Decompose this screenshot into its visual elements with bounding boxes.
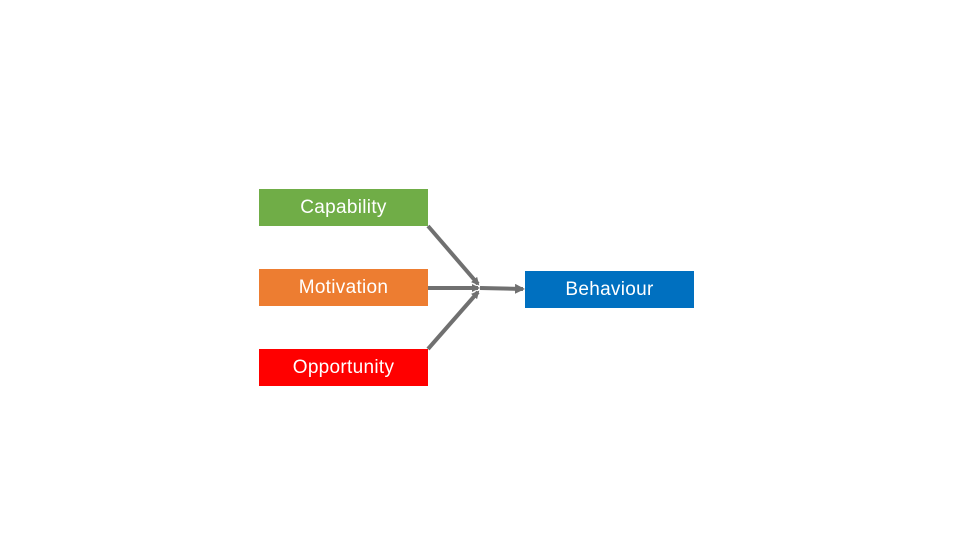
opportunity-label: Opportunity xyxy=(292,356,395,378)
behaviour-label: Behaviour xyxy=(565,278,654,300)
arrow-capability xyxy=(426,224,480,286)
arrow-to-behaviour xyxy=(479,283,525,294)
arrow-opportunity xyxy=(426,290,480,351)
behaviour-box: Behaviour xyxy=(525,271,694,308)
motivation-label: Motivation xyxy=(298,276,389,298)
motivation-box: Motivation xyxy=(259,269,428,306)
capability-box: Capability xyxy=(259,189,428,226)
capability-label: Capability xyxy=(300,196,387,218)
opportunity-box: Opportunity xyxy=(259,349,428,386)
